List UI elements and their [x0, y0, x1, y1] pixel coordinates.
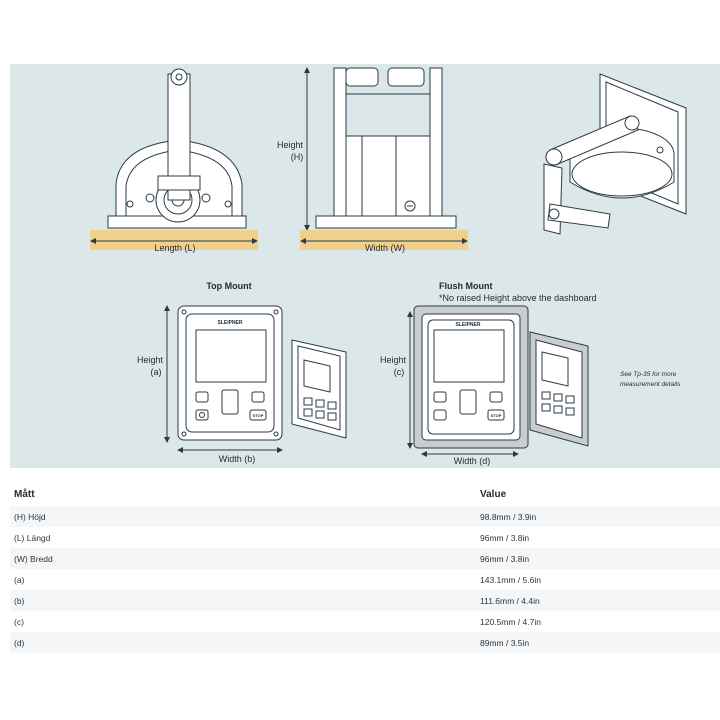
- top-mount-panel: [177, 305, 283, 441]
- height-h-label-1: Height: [277, 140, 304, 150]
- width-w-label: Width (W): [365, 243, 405, 253]
- header-value: Value: [480, 488, 507, 500]
- table-body: (H) Höjd 98.8mm / 3.9in (L) Längd 96mm / 3.…: [10, 506, 720, 653]
- length-l-label: Length (L): [154, 243, 195, 253]
- measurement-value: 143.1mm / 5.6in: [480, 574, 541, 585]
- table-row: (H) Höjd 98.8mm / 3.9in: [10, 506, 720, 527]
- flush-mount-stop: STOP: [491, 413, 502, 418]
- header-name: Mått: [14, 488, 35, 500]
- table-row: (d) 89mm / 3.5in: [10, 632, 720, 653]
- measurement-name: (a): [14, 574, 25, 585]
- top-mount-brand: SLEIPNER: [217, 320, 242, 326]
- table-header: Mått Value: [10, 482, 720, 506]
- measurement-value: 89mm / 3.5in: [480, 637, 530, 648]
- measurement-value: 96mm / 3.8in: [480, 553, 530, 564]
- top-mount-iso: [291, 339, 347, 439]
- measurement-name: (W) Bredd: [14, 553, 53, 564]
- top-mount-title: Top Mount: [206, 281, 251, 291]
- table-row: (c) 120.5mm / 4.7in: [10, 611, 720, 632]
- measurement-value: 111.6mm / 4.4in: [480, 595, 540, 606]
- width-b-label: Width (b): [219, 454, 256, 464]
- height-h-label-2: (H): [291, 152, 304, 162]
- table-row: (a) 143.1mm / 5.6in: [10, 569, 720, 590]
- measurements-table: Mått Value (H) Höjd 98.8mm / 3.9in (L) Län…: [10, 482, 720, 653]
- height-a-label-2: (a): [151, 367, 162, 377]
- height-a-label-1: Height: [137, 355, 164, 365]
- lever-side-view: [90, 68, 258, 250]
- width-d-label: Width (d): [454, 456, 491, 466]
- flush-mount-panel: [413, 305, 529, 449]
- table-row: (L) Längd 96mm / 3.8in: [10, 527, 720, 548]
- see-note-line-1: See Tp-35 for more: [620, 371, 677, 378]
- measurement-name: (b): [14, 595, 25, 606]
- measurement-value: 98.8mm / 3.9in: [480, 511, 537, 522]
- dimension-diagram-panel: Length (L) Height (H) Width (W) Top Moun…: [10, 64, 720, 468]
- flush-mount-title: Flush Mount: [439, 281, 493, 291]
- lever-isometric-view: [543, 73, 687, 235]
- see-note-line-2: measurement details: [620, 381, 681, 388]
- dimension-diagram: Length (L) Height (H) Width (W) Top Moun…: [90, 67, 687, 466]
- measurement-value: 96mm / 3.8in: [480, 532, 530, 543]
- measurement-name: (d): [14, 637, 25, 648]
- flush-mount-brand: SLEIPNER: [455, 322, 480, 328]
- lever-front-view: [300, 67, 468, 250]
- flush-mount-iso: [529, 331, 589, 447]
- measurement-value: 120.5mm / 4.7in: [480, 616, 541, 627]
- height-c-label-2: (c): [394, 367, 405, 377]
- measurement-name: (c): [14, 616, 24, 627]
- table-row: (W) Bredd 96mm / 3.8in: [10, 548, 720, 569]
- flush-mount-note: *No raised Height above the dashboard: [439, 293, 597, 303]
- measurement-name: (H) Höjd: [14, 511, 46, 522]
- table-row: (b) 111.6mm / 4.4in: [10, 590, 720, 611]
- top-mount-stop: STOP: [253, 413, 264, 418]
- measurement-name: (L) Längd: [14, 532, 51, 543]
- height-c-label-1: Height: [380, 355, 407, 365]
